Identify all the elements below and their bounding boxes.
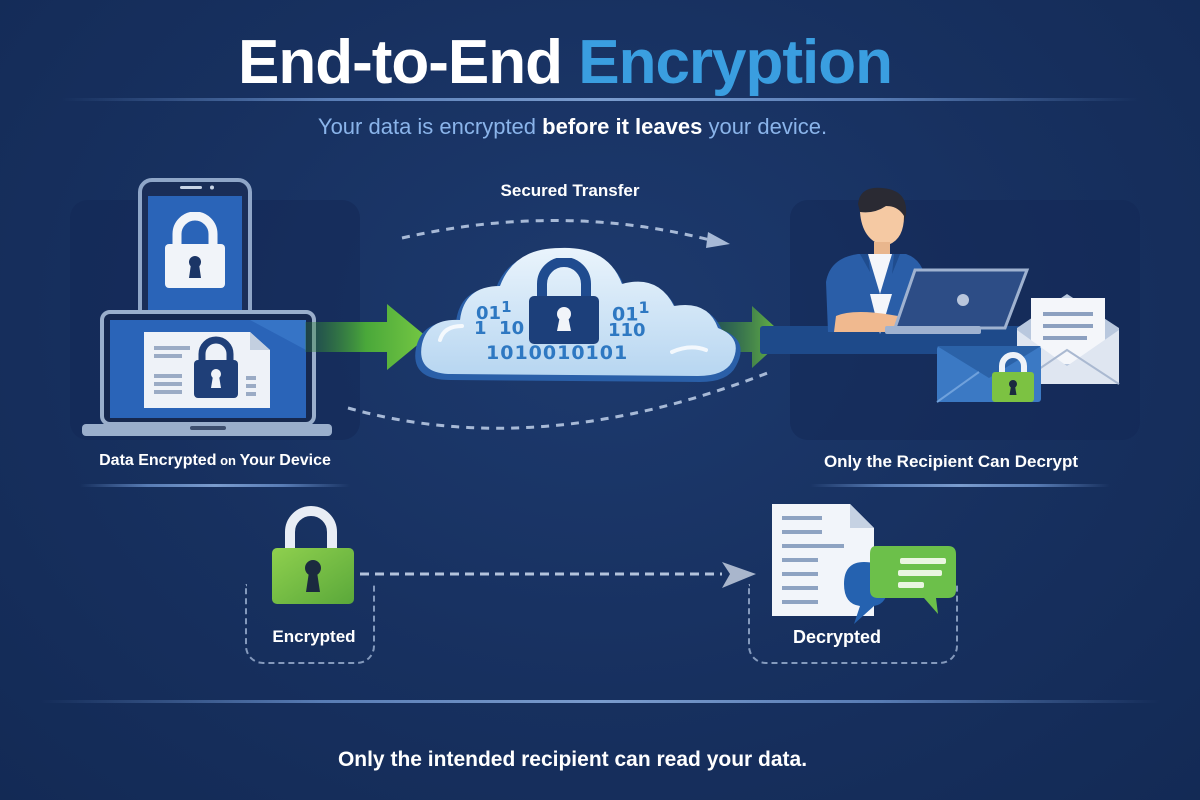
- chat-bubbles-icon: [840, 540, 960, 630]
- transfer-arc-bottom: [340, 370, 780, 450]
- sender-underline: [80, 484, 350, 487]
- sender-label-part3: Your Device: [239, 452, 331, 469]
- binary-left-row2: 1 10: [474, 318, 525, 339]
- recipient-laptop: [885, 268, 1035, 338]
- title-part-1: End-to-End: [237, 28, 563, 97]
- sender-label-part2: on: [216, 453, 240, 468]
- footer-text: Only the intended recipient can read you…: [337, 748, 808, 771]
- binary-text: 1: [501, 298, 512, 316]
- encrypted-lock-icon: [266, 504, 356, 608]
- binary-text: 01: [476, 303, 502, 324]
- open-envelope-icon: [1015, 288, 1125, 388]
- green-arrow-left: [305, 304, 430, 370]
- sender-label: Data Encrypted on Your Device: [70, 452, 360, 470]
- recipient-label: Only the Recipient Can Decrypt: [823, 452, 1079, 471]
- subtitle: Your data is encrypted before it leaves …: [0, 114, 1145, 140]
- subtitle-emphasis: before it leaves: [542, 114, 703, 139]
- page-title: End-to-End Encryption: [0, 28, 1130, 98]
- decrypted-dashed-frame: [748, 584, 958, 664]
- footer-divider: [40, 700, 1160, 703]
- title-divider: [60, 98, 1140, 101]
- encrypted-document-icon: [142, 330, 272, 410]
- binary-right-row2: 110: [608, 320, 646, 341]
- sender-label-part1: Data Encrypted: [99, 452, 217, 469]
- decrypted-label: Decrypted: [792, 627, 882, 647]
- phone-lock-icon: [162, 212, 228, 290]
- state-transition-arrow: [360, 560, 760, 590]
- green-lock-icon-small: [990, 352, 1036, 404]
- cloud-lock-icon: [526, 258, 602, 348]
- binary-right-row1: 011: [612, 298, 649, 325]
- recipient-underline: [810, 484, 1110, 487]
- transfer-arc-top: [390, 210, 750, 260]
- encrypted-dashed-frame: [245, 584, 375, 664]
- title-part-2: Encryption: [578, 28, 893, 97]
- binary-text: 01: [612, 303, 639, 326]
- transfer-label: Secured Transfer: [500, 181, 640, 200]
- binary-bottom-row: 1010010101: [486, 342, 629, 364]
- encrypted-label: Encrypted: [272, 627, 356, 646]
- subtitle-text: Your data is encrypted: [317, 114, 543, 139]
- subtitle-text-end: your device.: [702, 114, 828, 139]
- binary-left-row1: 011: [476, 298, 512, 324]
- binary-text: 1: [638, 298, 650, 317]
